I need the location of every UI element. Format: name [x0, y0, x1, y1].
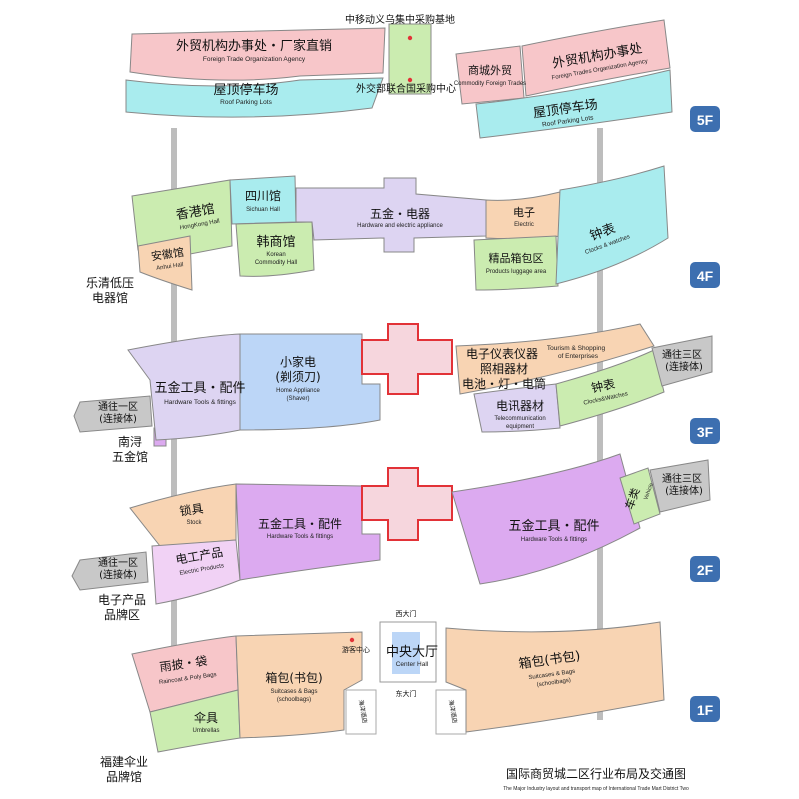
- floor-badge-5f: [690, 106, 720, 132]
- 4f-side-label: 电器馆: [92, 290, 128, 305]
- 1f-zone-label: 伞具: [194, 710, 218, 725]
- floor-1f: 西大门 东大门 游客中心 中央大厅 Center Hall 海洋酒店 海洋酒店 …: [100, 609, 720, 784]
- 3f-zone-label-en2: (Shaver): [286, 396, 309, 402]
- 3f-zone-label-en: Telecommunication: [494, 416, 545, 422]
- 3f-zone-label: 电池・灯・电筒: [462, 376, 546, 391]
- 1f-visitor-center: 游客中心: [342, 645, 370, 654]
- 1f-side-label: 品牌馆: [106, 769, 142, 784]
- floor-badge-2f: [690, 556, 720, 582]
- 1f-west-gate: 西大门: [396, 609, 417, 618]
- 1f-center-hall-label-en: Center Hall: [396, 661, 429, 668]
- 2f-zone-label: 锁具: [178, 500, 204, 518]
- floor-badge-4f: [690, 262, 720, 288]
- 5f-zone-label: 外贸机构办事处・厂家直销: [176, 38, 332, 54]
- 4f-zone-label-en: Anhui Hall: [156, 262, 184, 272]
- 2f-left-pass: (连接体): [99, 568, 137, 581]
- 2f-zone-label: 五金工具・配件: [258, 516, 342, 531]
- 3f-zone-label-en: Home Appliance: [276, 388, 320, 394]
- 2f-zone-label-en: Hardware Tools & fittings: [521, 537, 587, 543]
- 5f-zone-label-en: Roof Parking Lots: [220, 99, 272, 106]
- 3f-zone-label: 小家电: [280, 354, 316, 369]
- floor-badge-label: 3F: [697, 424, 714, 440]
- floor-badge-1f: [690, 696, 720, 722]
- 4f-zone-label: 五金・电器: [370, 206, 430, 221]
- floor-badge-label: 1F: [697, 702, 714, 718]
- 2f-right-pass: (连接体): [665, 484, 703, 497]
- 2f-zone-label: 五金工具・配件: [508, 518, 599, 534]
- 5f-bottom-center-label: 外交部联合国采购中心: [356, 82, 456, 95]
- 5f-center-block: [388, 23, 432, 95]
- 2f-side-label: 品牌区: [104, 608, 140, 622]
- 2f-zone-label-en: Stock: [186, 520, 202, 526]
- map-title-en: The Major Industry layout and transport …: [503, 786, 689, 792]
- 5f-zone-label-en: Foreign Trade Organization Agency: [203, 56, 306, 63]
- map-title: 国际商贸城二区行业布局及交通图: [506, 766, 686, 781]
- 4f-zone-label: 电子: [513, 206, 535, 219]
- 5f-zone-label: 屋顶停车场: [213, 82, 278, 98]
- 3f-side-label: 南浔: [118, 434, 142, 449]
- 3f-zone-label-en2: of Enterprises: [558, 353, 599, 360]
- 3f-zone-label: 照相器材: [480, 362, 528, 376]
- 4f-zone-label: 安徽馆: [150, 245, 185, 263]
- 3f-zone-label: 电子仪表仪器: [466, 347, 538, 361]
- 4f-side-label: 乐清低压: [86, 276, 134, 290]
- 4f-zone-label-en: Korean: [266, 252, 285, 258]
- 1f-zone-label-en2: (schoolbags): [277, 697, 311, 703]
- 4f-zone-label-en: Hardware and electric appliance: [357, 223, 443, 229]
- 4f-zone-label: 精品箱包区: [489, 251, 544, 265]
- 1f-center-hall-label: 中央大厅: [386, 645, 438, 660]
- 1f-zone-label-en: Suitcases & Bags: [270, 689, 317, 695]
- 3f-zone-label: (剃须刀): [275, 370, 320, 384]
- 4f-zone-label: 四川馆: [245, 188, 281, 203]
- floor-3f: 通往一区 (连接体) 通往三区 (连接体) 五金工具・配件 Hardware T…: [73, 323, 720, 464]
- floor-badge-3f: [690, 418, 720, 444]
- floor-2f: 通往一区 (连接体) 通往三区 (连接体) 锁具 Stock 电工产品 Elec…: [71, 453, 720, 622]
- 3f-zone-label-en: Hardware Tools & fittings: [164, 399, 237, 406]
- floor-badge-label: 5F: [697, 112, 714, 128]
- 1f-zone-label-en: Umbrellas: [192, 728, 219, 734]
- 1f-zone-label-en2: (schoolbags): [536, 678, 571, 689]
- 4f-zone-label-en: Sichuan Hall: [246, 207, 280, 213]
- 2f-side-label: 电子产品: [98, 593, 146, 607]
- floor-badge-label: 2F: [697, 562, 714, 578]
- 3f-right-pass: (连接体): [665, 360, 703, 373]
- 3f-left-pass: 通往一区: [98, 400, 138, 413]
- 5f-top-center-label: 中移动义乌集中采购基地: [345, 13, 455, 26]
- 3f-zone-label-en: Tourism & Shopping: [547, 345, 606, 352]
- 3f-zone-label: 电讯器材: [496, 399, 544, 413]
- 4f-zone-label-en: Electric: [514, 222, 534, 228]
- 1f-zone-label: 箱包(书包): [265, 670, 322, 685]
- floor-5f: 中移动义乌集中采购基地 外交部联合国采购中心 外贸机构办事处・厂家直销 Fore…: [125, 13, 720, 139]
- 1f-side-label: 福建伞业: [100, 754, 148, 769]
- floor-4f: 香港馆 HongKong Hall 四川馆 Sichuan Hall 韩商馆 K…: [86, 165, 720, 305]
- 3f-zone-label: 钟表: [590, 376, 617, 396]
- 2f-zone-label-en: Vehicle: [643, 482, 655, 501]
- 3f-zone-label: 五金工具・配件: [154, 380, 245, 396]
- 3f-right-pass: 通往三区: [662, 348, 702, 361]
- 3f-left-pass: (连接体): [99, 412, 137, 425]
- 5f-zone-label: 商城外贸: [468, 63, 512, 77]
- floor-badge-label: 4F: [697, 268, 714, 284]
- 4f-zone-label: 香港馆: [175, 202, 216, 224]
- 4f-zone-label-en: Products luggage area: [486, 269, 547, 275]
- 1f-east-gate: 东大门: [396, 689, 417, 698]
- 2f-left-pass: 通往一区: [98, 556, 138, 569]
- 1f-zone-label: 雨披・袋: [159, 654, 208, 675]
- 2f-right-pass: 通往三区: [662, 472, 702, 485]
- 4f-zone-label-en2: Commodity Hall: [255, 260, 297, 266]
- 2f-zone-label-en: Hardware Tools & fittings: [267, 534, 333, 540]
- 5f-zone-label-en: Commodity Foreign Trades: [454, 81, 526, 87]
- 4f-zone-label: 韩商馆: [256, 235, 295, 250]
- 3f-zone-label-en2: equipment: [506, 424, 534, 430]
- 3f-side-label: 五金馆: [112, 449, 148, 464]
